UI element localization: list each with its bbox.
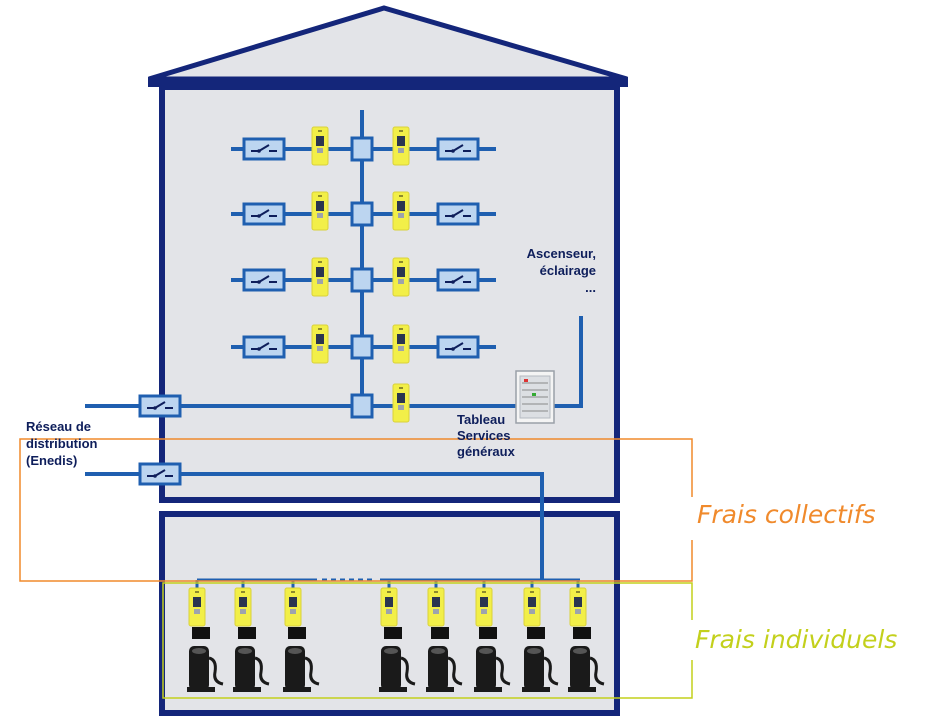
breaker-icon (242, 268, 286, 292)
floor-row-4 (231, 324, 496, 364)
electric-meter-icon (392, 324, 410, 364)
frais-collectifs-outline (19, 438, 693, 582)
charger-meter-icon (380, 587, 398, 627)
floor-row-1 (231, 126, 496, 166)
charger-meter-icon (569, 587, 587, 627)
floor-row-3 (231, 257, 496, 297)
charger-meter-icon (284, 587, 302, 627)
services-meter-icon (392, 383, 410, 423)
breaker-icon (436, 202, 480, 226)
ascenseur-line-1: Ascenseur, (526, 246, 596, 261)
electric-meter-icon (311, 324, 329, 364)
tableau-line-1: Tableau (457, 412, 506, 427)
charger-meter-icon (523, 587, 541, 627)
ev-feed-breaker-icon (138, 462, 182, 486)
junction-box-icon (350, 136, 374, 162)
breaker-icon (436, 137, 480, 161)
reseau-label: Réseau de distribution (Enedis) (26, 418, 136, 469)
ascenseur-label: Ascenseur, éclairage ... (492, 245, 596, 296)
electric-meter-icon (311, 191, 329, 231)
ascenseur-line-2: éclairage (539, 263, 596, 278)
junction-box-icon (350, 201, 374, 227)
junction-box-icon (350, 393, 374, 419)
upper-building-wall (159, 84, 620, 503)
breaker-icon (436, 268, 480, 292)
services-feed-line (545, 316, 583, 408)
breaker-icon (242, 137, 286, 161)
floor-row-2 (231, 191, 496, 231)
tableau-line-3: généraux (457, 444, 515, 459)
reseau-line-2: distribution (26, 436, 98, 451)
roof-band (148, 77, 628, 87)
charger-meter-icon (427, 587, 445, 627)
breaker-icon (242, 202, 286, 226)
main-service-feed (85, 383, 520, 423)
reseau-line-1: Réseau de (26, 419, 92, 434)
breaker-icon (436, 335, 480, 359)
electric-meter-icon (392, 126, 410, 166)
ev-charging-feed (85, 462, 580, 582)
distribution-panel-icon (515, 370, 555, 424)
charger-meter-icon (234, 587, 252, 627)
roof (148, 5, 628, 82)
charger-meter-icon (475, 587, 493, 627)
main-breaker-icon (138, 394, 182, 418)
frais-collectifs-label: Frais collectifs (697, 500, 876, 529)
reseau-line-3: (Enedis) (26, 453, 78, 468)
tableau-line-2: Services (457, 428, 511, 443)
electric-meter-icon (311, 257, 329, 297)
electric-meter-icon (392, 191, 410, 231)
tableau-label: Tableau Services généraux (457, 412, 547, 460)
ascenseur-line-3: ... (585, 280, 596, 295)
frais-individuels-outline (162, 582, 693, 699)
electric-meter-icon (392, 257, 410, 297)
frais-individuels-label: Frais individuels (695, 625, 898, 654)
junction-box-icon (350, 267, 374, 293)
charger-meter-icon (188, 587, 206, 627)
junction-box-icon (350, 334, 374, 360)
breaker-icon (242, 335, 286, 359)
electric-meter-icon (311, 126, 329, 166)
